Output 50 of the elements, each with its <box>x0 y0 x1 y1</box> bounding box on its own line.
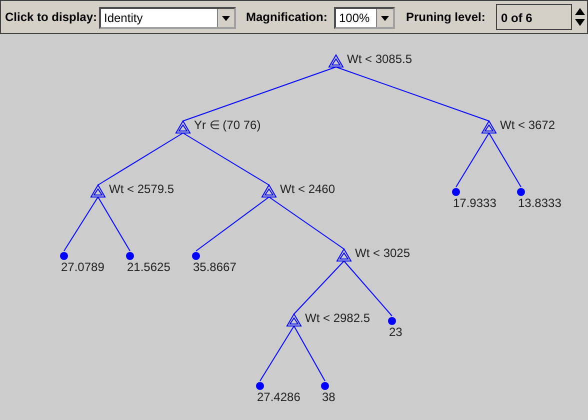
tree-branch-line <box>182 66 336 122</box>
leaf-node <box>125 251 170 274</box>
field-label: Pruning level: <box>406 10 486 24</box>
leaf-value: 38 <box>322 390 336 404</box>
tree-branch-line <box>196 196 270 252</box>
split-node <box>286 313 370 327</box>
pruning-level-field: 0 of 6 <box>496 4 572 30</box>
split-node <box>175 120 261 134</box>
magnification-dropdown: 100% <box>334 7 395 29</box>
leaf-node <box>59 251 104 274</box>
leaf-node <box>516 187 562 210</box>
tree-branch-line <box>294 260 344 314</box>
field-label: Magnification: <box>246 10 328 24</box>
split-node <box>336 248 410 262</box>
tree-branch-line <box>260 326 294 382</box>
tree-branch-line <box>98 196 130 252</box>
leaf-value: 21.5625 <box>127 260 170 274</box>
tree-branch-line <box>268 196 344 250</box>
split-node <box>481 120 556 134</box>
split-node <box>90 184 174 198</box>
tree-branch-line <box>64 196 98 252</box>
leaf-node <box>320 381 336 404</box>
split-condition: Wt < 2460 <box>280 182 336 196</box>
split-node <box>328 54 412 68</box>
split-condition: Wt < 3025 <box>355 246 410 260</box>
leaf-value: 13.8333 <box>518 196 562 210</box>
leaf-node <box>387 316 402 339</box>
field-label: Click to display: <box>5 10 98 24</box>
leaf-value: 35.8667 <box>193 260 236 274</box>
split-condition: Wt < 2579.5 <box>109 182 174 196</box>
display-dropdown: Identity <box>99 7 236 29</box>
tree-branch-line <box>488 132 522 188</box>
split-node <box>261 184 336 198</box>
leaf-value: 23 <box>389 325 402 339</box>
split-condition: Wt < 3672 <box>500 118 556 132</box>
split-condition: Wt < 2982.5 <box>305 311 370 325</box>
tree-branch-line <box>344 260 392 316</box>
leaf-node <box>191 251 236 274</box>
leaf-node <box>451 187 496 210</box>
leaf-value: 27.4286 <box>257 390 300 404</box>
tree-branch-line <box>456 132 490 188</box>
leaf-value: 17.9333 <box>453 196 496 210</box>
tree-branch-line <box>336 66 490 122</box>
split-condition: Wt < 3085.5 <box>347 52 412 66</box>
tree-branch-line <box>294 326 326 382</box>
split-condition: Yr ∈ (70 76) <box>194 118 261 132</box>
leaf-node <box>255 381 300 404</box>
tree-branch-line <box>182 132 270 186</box>
tree-branch-line <box>98 132 184 186</box>
leaf-value: 27.0789 <box>61 260 104 274</box>
